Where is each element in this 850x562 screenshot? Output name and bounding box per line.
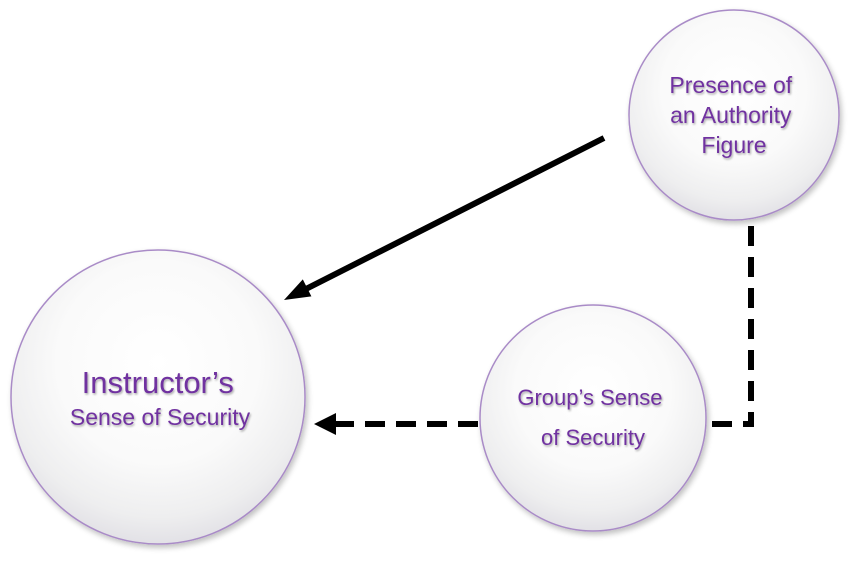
node-instructor: Instructor’s Sense of Security bbox=[10, 249, 306, 545]
node-authority-line1: Presence of bbox=[669, 72, 792, 98]
svg-text:Presence of an Authority: Presence of an Authority Figure bbox=[669, 72, 798, 158]
node-authority: Presence of an Authority Figure bbox=[628, 9, 840, 221]
node-authority-line2: an Authority bbox=[670, 102, 792, 128]
node-group-line2: of Security bbox=[541, 425, 645, 450]
edge-group-to-instructor bbox=[314, 413, 478, 435]
edge-authority-to-group bbox=[708, 226, 754, 427]
node-instructor-line2: Sense of Security bbox=[70, 404, 251, 430]
node-group-line1: Group’s Sense bbox=[517, 385, 662, 410]
node-instructor-line1: Instructor’s bbox=[82, 365, 234, 400]
edge-authority-to-instructor bbox=[284, 135, 606, 300]
node-group: Group’s Sense of Security bbox=[479, 304, 707, 532]
svg-text:Group’s Sense of Securit: Group’s Sense of Security bbox=[517, 385, 668, 450]
arrowhead-icon bbox=[314, 413, 336, 435]
arrowhead-icon bbox=[284, 279, 312, 300]
node-authority-line3: Figure bbox=[701, 132, 766, 158]
svg-text:Instructor’s Sense of Se: Instructor’s Sense of Security bbox=[70, 365, 251, 430]
